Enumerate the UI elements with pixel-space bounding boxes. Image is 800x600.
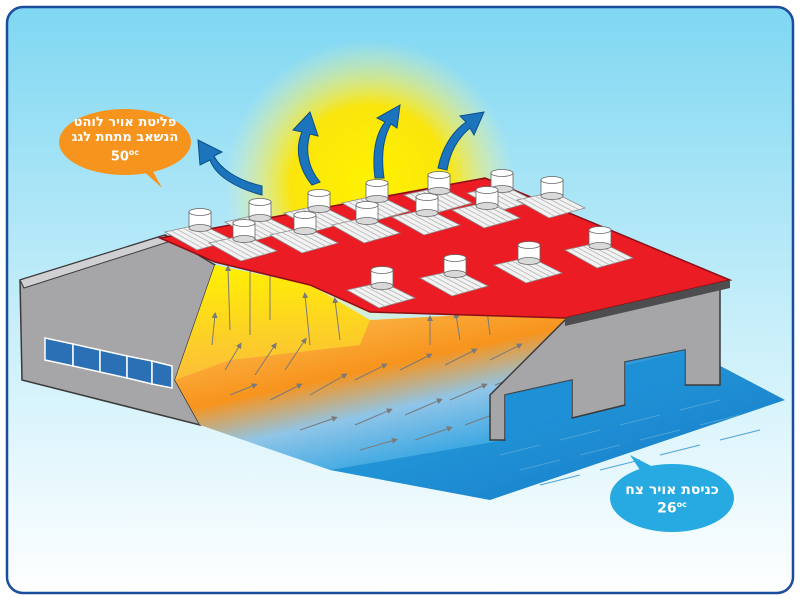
panel-rib xyxy=(337,223,371,242)
panel-rib xyxy=(469,205,503,224)
panel-rib xyxy=(425,276,459,295)
panel-rib xyxy=(352,288,386,307)
roof-ventilator-unit xyxy=(418,254,490,297)
panel-rib xyxy=(511,260,545,279)
cool-air-line1: כניסת אויר צח xyxy=(625,482,719,498)
turbine-cap xyxy=(293,211,317,219)
turbine-cap xyxy=(355,201,379,209)
roof-ventilator-unit xyxy=(492,241,564,284)
exhaust-arrows xyxy=(197,104,485,196)
curved-arrow-up-icon xyxy=(437,111,485,171)
turbine-cap xyxy=(517,241,541,249)
turbine-cap xyxy=(427,171,451,179)
roof-ventilators xyxy=(163,169,635,309)
panel-rib xyxy=(358,286,392,306)
turbine-base xyxy=(427,187,451,195)
panel-rib xyxy=(343,221,377,241)
turbine-base xyxy=(517,257,541,265)
turbine-base xyxy=(188,224,212,232)
door-opening-left xyxy=(505,380,572,440)
turbine-cap xyxy=(540,176,564,184)
curved-arrow-up-icon xyxy=(373,104,401,179)
turbine-cap xyxy=(415,193,439,201)
panel-rib xyxy=(463,206,497,226)
ground-hatching xyxy=(499,399,761,486)
panel-rib xyxy=(397,215,431,234)
hot-air-exhaust-label: פליטת אויר לוהט הנשאב מתחת לגג 50oc xyxy=(62,115,188,165)
hot-air-line1: פליטת אויר לוהט xyxy=(73,115,177,130)
turbine-base xyxy=(370,282,394,290)
airflow-arrows xyxy=(211,262,533,451)
panel-rib xyxy=(534,195,568,214)
roof-ventilator-unit xyxy=(207,219,279,262)
turbine-cap xyxy=(588,226,612,234)
turbine-base xyxy=(248,214,272,222)
hot-air-line2: הנשאב מתחת לגג xyxy=(71,129,179,145)
hot-air-callout xyxy=(59,109,191,188)
turbine-base xyxy=(443,270,467,278)
turbine-cap xyxy=(475,186,499,194)
roof-fascia xyxy=(565,280,730,326)
turbine-cap xyxy=(443,254,467,262)
panel-rib xyxy=(528,196,562,216)
panel-rib xyxy=(214,241,248,260)
roof-ventilator-unit xyxy=(390,193,462,236)
curved-arrow-up-icon xyxy=(197,139,263,196)
roof-ventilator-unit xyxy=(450,186,522,229)
panel-rib xyxy=(457,208,491,227)
roof-ventilator-unit xyxy=(330,201,402,244)
turbine-cap xyxy=(307,189,331,197)
panel-rib xyxy=(522,198,556,217)
turbine-base xyxy=(588,242,612,250)
panel-rib xyxy=(499,263,533,282)
panel-rib xyxy=(505,261,539,281)
panel-rib xyxy=(182,227,216,246)
panel-rib xyxy=(582,245,616,264)
hot-air-temperature: 50oc xyxy=(110,147,140,165)
window-strip xyxy=(44,337,173,389)
panel-rib xyxy=(220,239,254,259)
turbine-base xyxy=(415,209,439,217)
cool-air-callout xyxy=(610,455,734,532)
panel-rib xyxy=(409,212,443,231)
cool-air-intake-label: כניסת אויר צח 26oc xyxy=(612,482,732,517)
panel-rib xyxy=(437,273,471,292)
turbine-base xyxy=(307,205,331,213)
turbine-base xyxy=(365,195,389,203)
turbine-cap xyxy=(365,179,389,187)
door-opening-right xyxy=(625,350,685,405)
panel-rib xyxy=(570,248,604,267)
turbine-cap xyxy=(188,208,212,216)
cool-air-temperature: 26oc xyxy=(657,500,687,517)
roof-ventilator-unit xyxy=(515,176,587,219)
roof-ventilator-unit xyxy=(268,211,340,254)
panel-rib xyxy=(281,231,315,251)
panel-rib xyxy=(431,274,465,294)
turbine-cap xyxy=(370,266,394,274)
panel-rib xyxy=(349,220,383,239)
curved-arrow-up-icon xyxy=(292,111,321,186)
roof-ventilator-unit xyxy=(563,226,635,269)
panel-rib xyxy=(226,238,260,257)
turbine-base xyxy=(540,192,564,200)
panel-rib xyxy=(170,230,204,249)
panel-rib xyxy=(176,228,210,248)
panel-rib xyxy=(576,246,610,266)
turbine-base xyxy=(475,202,499,210)
roof-ventilator-unit xyxy=(345,266,417,309)
turbine-base xyxy=(355,217,379,225)
interior-back-wall xyxy=(175,265,370,380)
panel-rib xyxy=(275,233,309,252)
turbine-cap xyxy=(490,169,514,177)
turbine-cap xyxy=(248,198,272,206)
panel-rib xyxy=(287,230,321,249)
turbine-base xyxy=(232,235,256,243)
turbine-cap xyxy=(232,219,256,227)
turbine-base xyxy=(293,227,317,235)
panel-rib xyxy=(364,285,398,304)
panel-rib xyxy=(403,213,437,233)
